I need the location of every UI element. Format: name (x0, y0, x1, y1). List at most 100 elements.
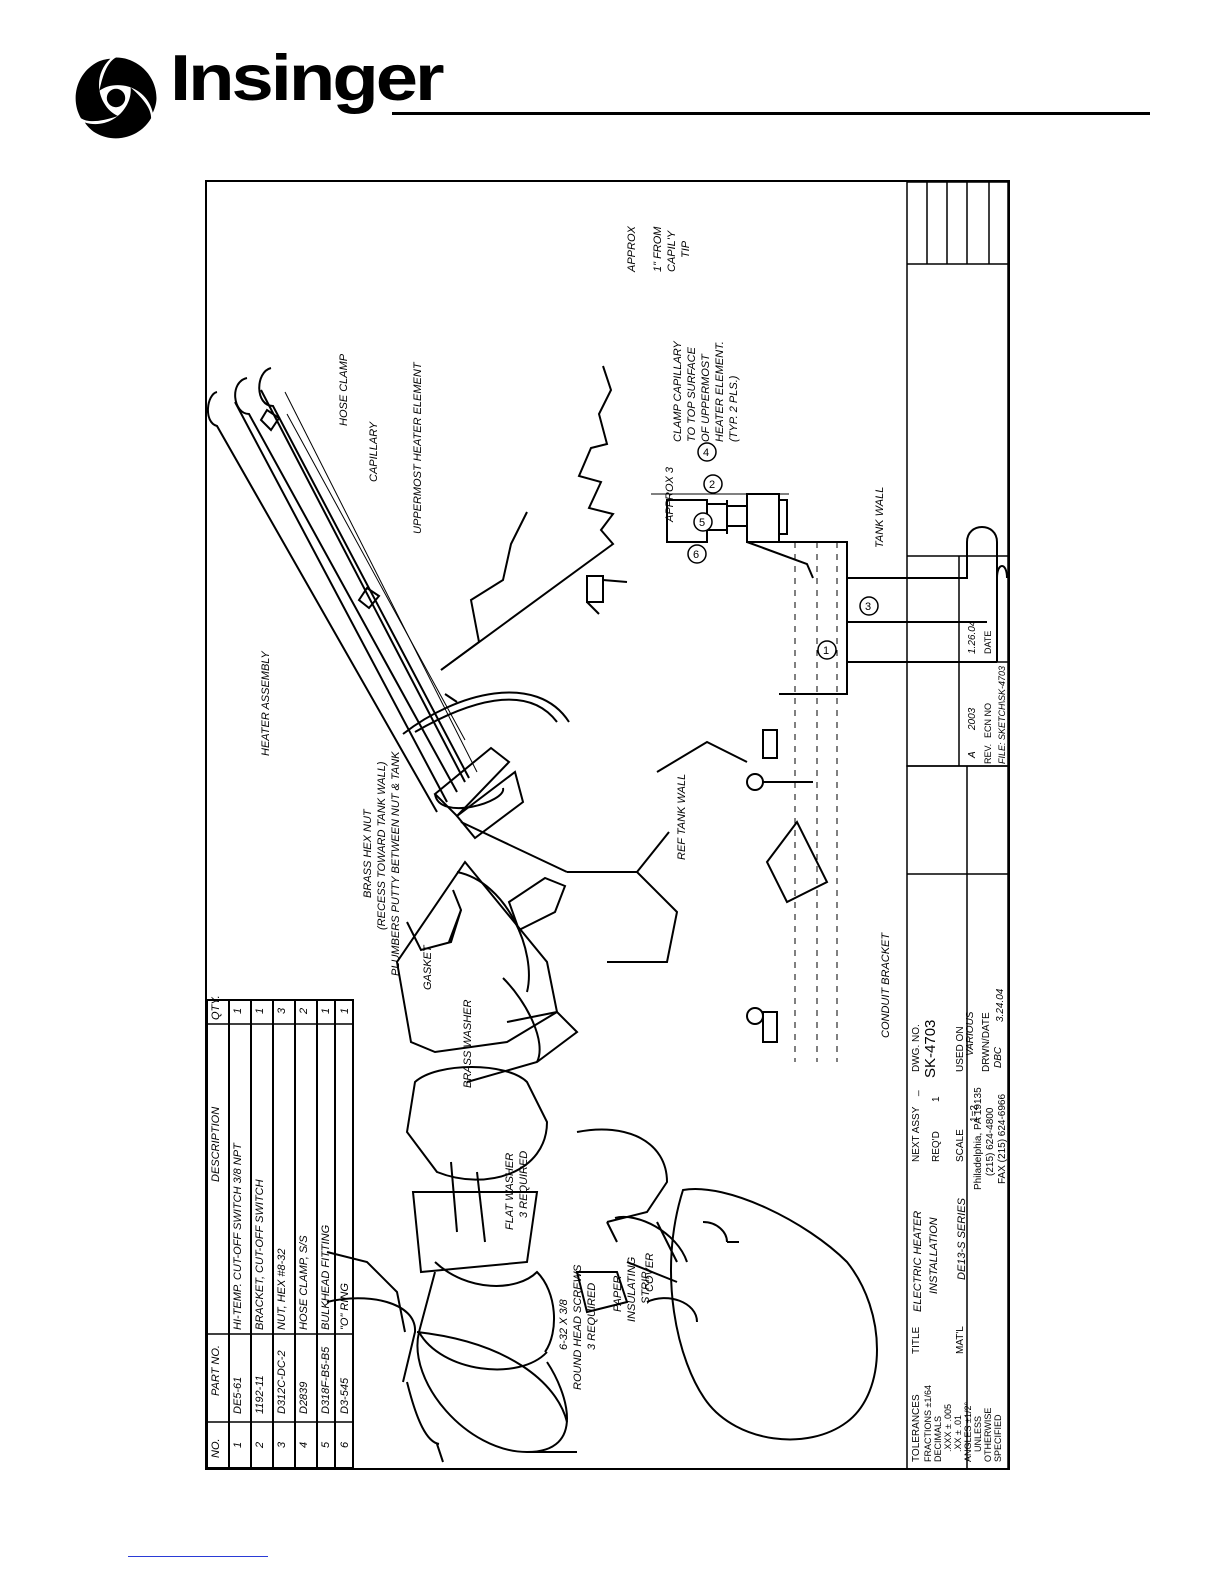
header-rule (392, 112, 1150, 115)
callout-heater-assembly: HEATER ASSEMBLY (260, 651, 272, 756)
parts-table-cell: 1 (232, 1008, 244, 1014)
tb-tolerances: DECIMALS (933, 1416, 943, 1462)
tb-title: ELECTRIC HEATER (912, 1211, 924, 1312)
tb-tolerances: ANGLES ±1/2° (963, 1402, 973, 1462)
parts-table-cell: 2 (254, 1442, 266, 1449)
callout-flat-washer: FLAT WASHER (504, 1153, 516, 1230)
callout-gasket: GASKET (422, 944, 434, 990)
callout-ref-tank-wall: REF TANK WALL (676, 774, 688, 860)
insinger-logo-icon (75, 57, 157, 139)
parts-table-cell: BRACKET, CUT-OFF SWITCH (254, 1179, 266, 1330)
parts-table-cell: 4 (298, 1442, 310, 1448)
tb-dwg-no: SK-4703 (922, 1020, 939, 1078)
tb-ecn-label: ECN NO (983, 703, 993, 738)
tb-series: DE13-S SERIES (956, 1197, 968, 1280)
tb-next-assy: NEXT ASSY (911, 1106, 922, 1162)
callout-approx-tip: CAPIL'Y (666, 230, 678, 272)
callout-screws: ROUND HEAD SCREWS (572, 1264, 584, 1390)
callout-clamp-note: OF UPPERMOST (700, 353, 712, 442)
tb-title: INSTALLATION (928, 1217, 940, 1294)
detail-view (586, 493, 1008, 1062)
parts-table-cell: 3 (276, 1007, 288, 1014)
callout-approx-tip: 1" FROM (652, 226, 664, 272)
parts-table-cell: 3 (276, 1441, 288, 1448)
parts-table-cell: 1 (320, 1008, 332, 1014)
tb-tolerances: SPECIFIED (993, 1414, 1003, 1462)
title-block-text: TITLE ELECTRIC HEATER INSTALLATION MAT'L… (906, 181, 1009, 1473)
parts-table-cell: BULKHEAD FITTING (320, 1224, 332, 1330)
balloon-1: 1 (823, 645, 829, 657)
tb-next-assy-value: _ (909, 1090, 920, 1097)
callout-screws: 3 REQUIRED (586, 1283, 598, 1350)
parts-table-cell: D2839 (298, 1382, 310, 1414)
tb-scale: 1=2 (969, 1105, 980, 1122)
tb-dwg-no-label: DWG. NO. (911, 1024, 922, 1072)
drawing-canvas: NO. PART NO. DESCRIPTION QTY. 1 DE5-61 H… (206, 181, 1009, 1473)
callout-brass-washer: BRASS WASHER (462, 1000, 474, 1088)
tb-ecn: 2003 (967, 707, 978, 731)
tb-tolerances: OTHERWISE (983, 1408, 993, 1462)
parts-table-cell: HI-TEMP. CUT-OFF SWITCH 3/8 NPT (232, 1142, 244, 1330)
parts-table-cell: 5 (320, 1441, 332, 1448)
callout-clamp-note: TO TOP SURFACE (686, 346, 698, 442)
callout-screws: 6-32 X 3/8 (558, 1298, 570, 1350)
callout-conduit-bracket: CONDUIT BRACKET (880, 932, 892, 1038)
footer-link-underline (128, 1556, 268, 1557)
callout-brass-hex-nut: (RECESS TOWARD TANK WALL) (376, 761, 388, 930)
parts-table-cell: 6 (339, 1441, 351, 1448)
callout-paper-strip: PAPER (612, 1275, 624, 1312)
tb-rev-label: REV. (983, 744, 993, 764)
item-balloons: 1 2 3 4 5 6 (687, 442, 879, 660)
parts-table-header-part-no: PART NO. (210, 1345, 222, 1396)
parts-table-cell: 1192-11 (254, 1375, 266, 1414)
tb-drwn-date: 3.24.04 (995, 988, 1006, 1022)
callout-approx-3: APPROX 3 (664, 466, 676, 523)
tb-drwn-by: DBC (993, 1046, 1004, 1068)
callout-cover: COVER (644, 1253, 656, 1292)
callout-brass-hex-nut: PLUMBERS PUTTY BETWEEN NUT & TANK (390, 751, 402, 976)
balloon-5: 5 (699, 517, 705, 529)
parts-table-cell: "O" RING (339, 1283, 351, 1330)
callout-paper-strip: STRIP (640, 1271, 652, 1304)
parts-table-header-qty: QTY. (210, 995, 222, 1020)
callout-hose-clamp: HOSE CLAMP (338, 353, 350, 426)
parts-table-cell: 1 (254, 1008, 266, 1014)
callout-approx-tip: TIP (680, 240, 692, 258)
tb-tolerances: TOLERANCES (911, 1394, 922, 1462)
tb-reqd-value: 1 (931, 1096, 942, 1102)
callout-clamp-note: CLAMP CAPILLARY (672, 341, 684, 442)
parts-table-header-description: DESCRIPTION (210, 1107, 222, 1182)
tb-used-on-label: USED ON (955, 1026, 966, 1072)
tb-scale-label: SCALE (955, 1129, 966, 1162)
tb-reqd-label: REQ'D (931, 1131, 942, 1162)
tb-tolerances: FRACTIONS ±1/64 (923, 1385, 933, 1462)
heater-assembly-drawing (207, 365, 878, 1463)
tb-fax: FAX (215) 624-6966 (997, 1094, 1008, 1184)
parts-table-cell: D312C-DC-2 (276, 1350, 288, 1414)
tb-tolerances: .XX ± .01 (953, 1415, 963, 1452)
parts-table-cell: DE5-61 (232, 1377, 244, 1414)
callout-tank-wall: TANK WALL (874, 487, 886, 548)
tb-drwn-label: DRWN/DATE (981, 1012, 992, 1072)
tb-date-label: DATE (983, 631, 993, 654)
tb-file: FILE: SKETCH\SK-4703 (997, 666, 1007, 764)
tb-title-label: TITLE (911, 1326, 922, 1354)
balloon-2: 2 (709, 479, 715, 491)
tb-tolerances: .XXX ± .005 (943, 1404, 953, 1452)
tb-rev: A (967, 751, 978, 759)
balloon-4: 4 (703, 447, 709, 459)
parts-table-header-no: NO. (210, 1438, 222, 1458)
parts-table-cell: 1 (339, 1008, 351, 1014)
callout-paper-strip: INSULATING (626, 1256, 638, 1322)
tb-address: Philadelphia, PA 19135 (973, 1087, 984, 1190)
callout-brass-hex-nut: BRASS HEX NUT (362, 808, 374, 898)
tb-used-on: VARIOUS (965, 1011, 976, 1056)
brand-wordmark: Insinger (170, 41, 445, 115)
tb-rev-date: 1.26.04 (967, 620, 978, 654)
tb-tolerances: UNLESS (973, 1416, 983, 1452)
drawing-sheet: NO. PART NO. DESCRIPTION QTY. 1 DE5-61 H… (205, 180, 1010, 1473)
callout-clamp-note: (TYP. 2 PLS.) (728, 375, 740, 442)
callout-flat-washer: 3 REQUIRED (518, 1151, 530, 1218)
callout-uppermost-heater: UPPERMOST HEATER ELEMENT (412, 361, 424, 534)
parts-table-cell: NUT, HEX #8-32 (276, 1248, 288, 1330)
